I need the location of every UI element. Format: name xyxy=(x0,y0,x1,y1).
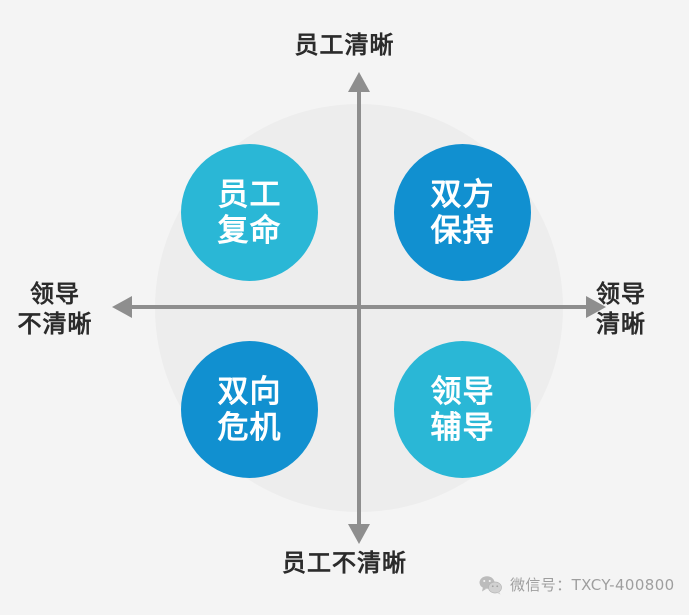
arrow-down-icon xyxy=(348,524,370,544)
quadrant-bubble-top-right-line2: 保持 xyxy=(430,212,495,249)
quadrant-bubble-top-left[interactable]: 员工 复命 xyxy=(181,144,318,281)
axis-label-right-line2: 清晰 xyxy=(596,310,646,338)
quadrant-bubble-bottom-left[interactable]: 双向 危机 xyxy=(181,341,318,478)
horizontal-axis-line xyxy=(130,305,588,309)
watermark-text: 微信号：TXCY-400800 xyxy=(510,576,675,594)
quadrant-bubble-top-right[interactable]: 双方 保持 xyxy=(394,144,531,281)
quadrant-bubble-bottom-right[interactable]: 领导 辅导 xyxy=(394,341,531,478)
quadrant-bubble-top-right-line1: 双方 xyxy=(430,176,495,213)
quadrant-bubble-bottom-right-line1: 领导 xyxy=(430,373,495,410)
axis-label-right-line1: 领导 xyxy=(596,280,646,308)
axis-label-left-line2: 不清晰 xyxy=(17,310,93,338)
wechat-icon xyxy=(478,575,503,595)
arrow-right-icon xyxy=(586,296,606,318)
axis-label-bottom: 员工不清晰 xyxy=(282,549,407,577)
quadrant-bubble-bottom-left-line1: 双向 xyxy=(217,373,282,410)
watermark: 微信号：TXCY-400800 xyxy=(478,574,675,595)
axis-label-left-line1: 领导 xyxy=(30,280,80,308)
arrow-left-icon xyxy=(112,296,132,318)
axis-label-right: 领导 清晰 xyxy=(596,279,688,339)
quadrant-bubble-top-left-line1: 员工 xyxy=(217,176,282,213)
vertical-axis-line xyxy=(357,88,361,533)
quadrant-bubble-bottom-right-line2: 辅导 xyxy=(430,409,495,446)
quadrant-bubble-bottom-left-line2: 危机 xyxy=(217,409,282,446)
axis-label-top: 员工清晰 xyxy=(294,31,395,59)
axis-label-left: 领导 不清晰 xyxy=(0,279,110,339)
quadrant-bubble-top-left-line2: 复命 xyxy=(217,212,282,249)
arrow-up-icon xyxy=(348,72,370,92)
